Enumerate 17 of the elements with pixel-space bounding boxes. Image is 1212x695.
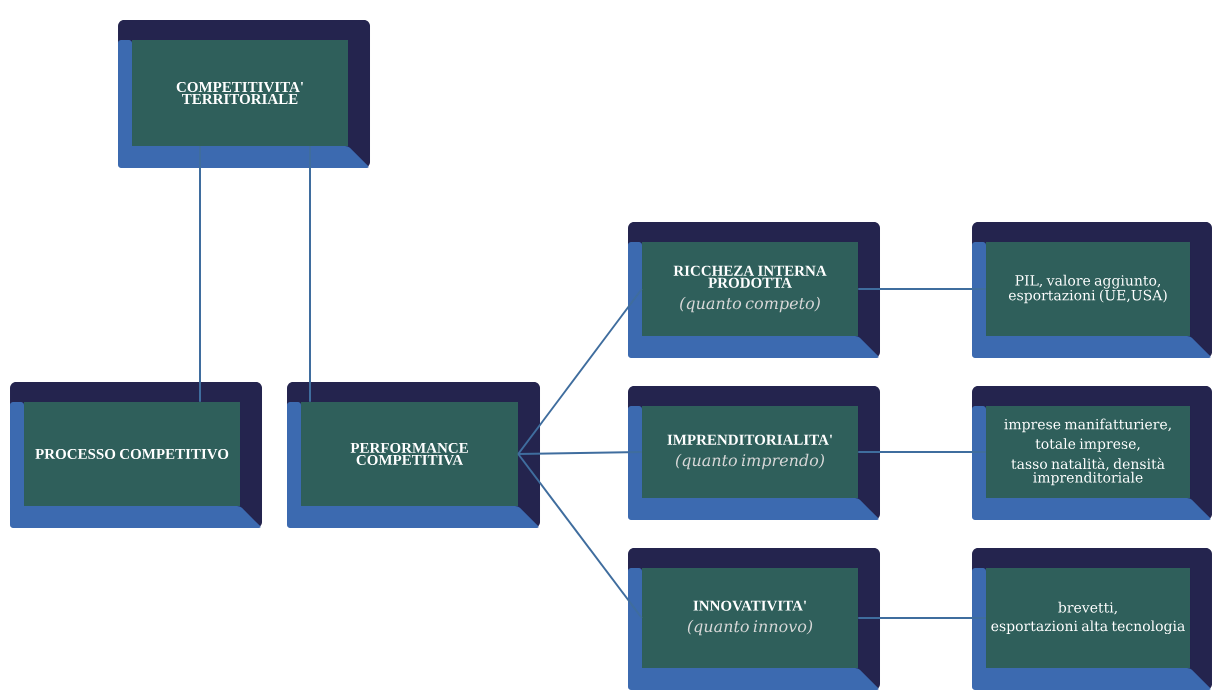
connector-line [199, 145, 201, 403]
process-box: brevetti, esportazioni alta tecnologia [972, 548, 1212, 690]
connector-line [857, 451, 987, 453]
process-box: imprese manifatturiere, totale imprese, tasso natalità, densità imprenditoriale [972, 386, 1212, 520]
process-box: RICCHEZA INTERNA PRODOTTA (quanto competo) [628, 222, 880, 358]
connector-line [309, 145, 311, 403]
connector-line [857, 288, 987, 290]
process-box: COMPETITIVITA' TERRITORIALE [118, 20, 370, 168]
process-box: INNOVATIVITA' (quanto innovo) [628, 548, 880, 690]
process-box: PERFORMANCE COMPETITIVA [287, 382, 540, 528]
process-box: IMPRENDITORIALITA' (quanto imprendo) [628, 386, 880, 520]
process-box: PROCESSO COMPETITIVO [10, 382, 262, 528]
connector-line [517, 451, 643, 455]
process-box: PIL, valore aggiunto, esportazioni (UE,USA) [972, 222, 1212, 358]
connector-line [857, 617, 987, 619]
connector-line [517, 288, 643, 455]
connector-line [517, 453, 643, 619]
